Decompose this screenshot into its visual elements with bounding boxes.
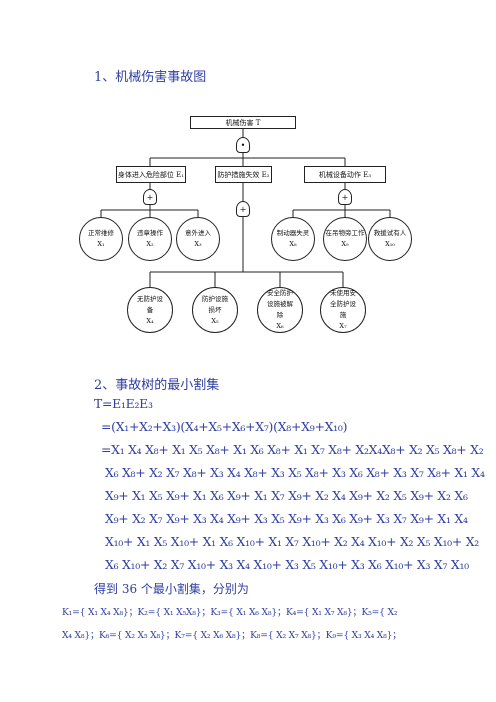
basic-event-x7: 未使用安全防护设施 X₇ [320, 287, 366, 333]
basic-event-x8: 制动器失灵 X₈ [271, 217, 315, 261]
basic-event-x3: 意外进入 X₃ [176, 217, 220, 261]
equation-line-8: X₆ X₁₀+ X₂ X₇ X₁₀+ X₃ X₄ X₁₀+ X₃ X₅ X₁₀+… [105, 557, 469, 572]
equation-line-5: X₉+ X₁ X₅ X₉+ X₁ X₆ X₉+ X₁ X₇ X₉+ X₂ X₄ … [105, 488, 468, 503]
basic-event-x2: 违章操作 X₂ [128, 217, 172, 261]
event-var: X₄ [146, 316, 154, 325]
event-name: 违章操作 [137, 229, 163, 237]
event-var: X₈ [289, 240, 297, 248]
and-gate-top: • [236, 137, 250, 153]
event-var: X₉ [341, 240, 349, 248]
event-name: 正常维修 [88, 229, 114, 237]
event-name: 救援试有人 [373, 229, 407, 237]
basic-event-x9: 在吊物旁工作 X₉ [323, 217, 367, 261]
section1-title: 1、机械伤害事故图 [94, 70, 207, 85]
event-name: 在吊物旁工作 [325, 229, 365, 237]
intermediate-event-e3: 机械设备动作 E₃ [304, 166, 386, 183]
or-gate-e1: + [143, 189, 157, 205]
basic-event-x6: 安全防护设施被解除 X₆ [257, 287, 303, 333]
or-gate-e2: + [236, 201, 250, 217]
section2-title: 2、事故树的最小割集 [94, 378, 220, 393]
event-name: 制动器失灵 [276, 229, 310, 237]
event-var: X₆ [276, 322, 284, 330]
equation-line-3: =X₁ X₄ X₈+ X₁ X₅ X₈+ X₁ X₆ X₈+ X₁ X₇ X₈+… [101, 442, 484, 457]
equation-line-6: X₉+ X₂ X₇ X₉+ X₃ X₄ X₉+ X₃ X₅ X₉+ X₃ X₆ … [105, 511, 468, 526]
basic-event-x10: 救援试有人 X₁₀ [368, 217, 412, 261]
intermediate-event-e1: 身体进入危险部位 E₁ [116, 166, 186, 183]
event-var: X₅ [211, 316, 219, 325]
event-var: X₃ [194, 240, 202, 248]
cutset-summary: 得到 36 个最小割集，分别为 [94, 582, 249, 596]
equation-line-4: X₆ X₈+ X₂ X₇ X₈+ X₃ X₄ X₈+ X₃ X₅ X₈+ X₃ … [105, 465, 485, 480]
cutset-line-1: K₁={ X₁ X₄ X₈}；K₂={ X₁ X₅X₈}；K₃={ X₁ X₆ … [62, 607, 398, 618]
fault-tree-connectors [100, 128, 391, 288]
intermediate-event-e2: 防护措施失效 E₂ [215, 166, 272, 183]
cutset-line-2: X₄ X₈}；K₆={ X₂ X₅ X₈}；K₇={ X₂ X₆ X₈}；K₈=… [62, 630, 402, 641]
event-name: 安全防护设施被解除 [267, 289, 293, 319]
event-name: 无防护设备 [137, 294, 163, 314]
event-name: 意外进入 [185, 229, 211, 237]
event-var: X₁₀ [385, 240, 395, 248]
equation-line-1: T=E₁E₂E₃ [94, 396, 153, 411]
equation-line-7: X₁₀+ X₁ X₅ X₁₀+ X₁ X₆ X₁₀+ X₁ X₇ X₁₀+ X₂… [105, 534, 480, 549]
or-gate-e3: + [338, 189, 352, 205]
top-event-box: 机械伤害 T [190, 116, 296, 129]
basic-event-x5: 防护设施损坏 X₅ [192, 287, 238, 333]
equation-line-2: =(X₁+X₂+X₃)(X₄+X₅+X₆+X₇)(X₈+X₉+X₁₀) [101, 419, 348, 434]
event-name: 未使用安全防护设施 [330, 289, 356, 319]
event-name: 防护设施损坏 [202, 294, 228, 314]
event-var: X₁ [97, 240, 105, 248]
basic-event-x4: 无防护设备 X₄ [127, 287, 173, 333]
event-var: X₂ [146, 240, 154, 248]
event-var: X₇ [339, 322, 347, 330]
basic-event-x1: 正常维修 X₁ [79, 217, 123, 261]
